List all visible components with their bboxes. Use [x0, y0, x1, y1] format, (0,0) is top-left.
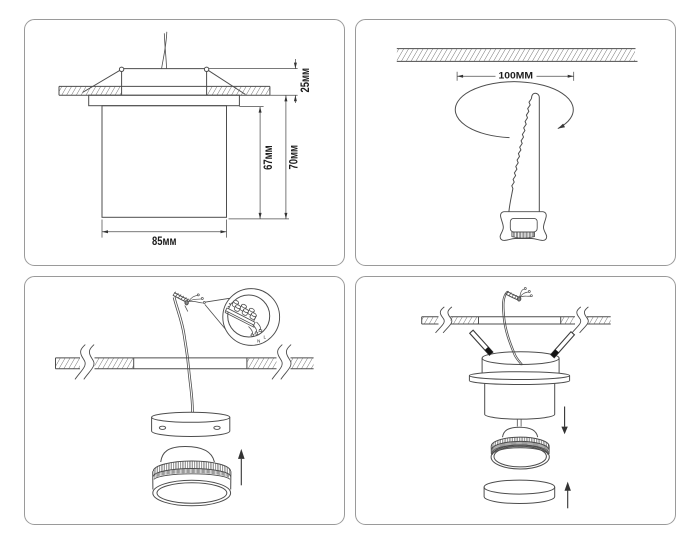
svg-text:N: N [257, 339, 260, 344]
svg-text:100MM: 100MM [499, 71, 534, 81]
svg-text:67мм: 67мм [261, 145, 275, 170]
svg-text:70мм: 70мм [287, 145, 301, 170]
svg-text:25мм: 25мм [298, 68, 312, 93]
svg-text:85мм: 85мм [152, 234, 177, 248]
